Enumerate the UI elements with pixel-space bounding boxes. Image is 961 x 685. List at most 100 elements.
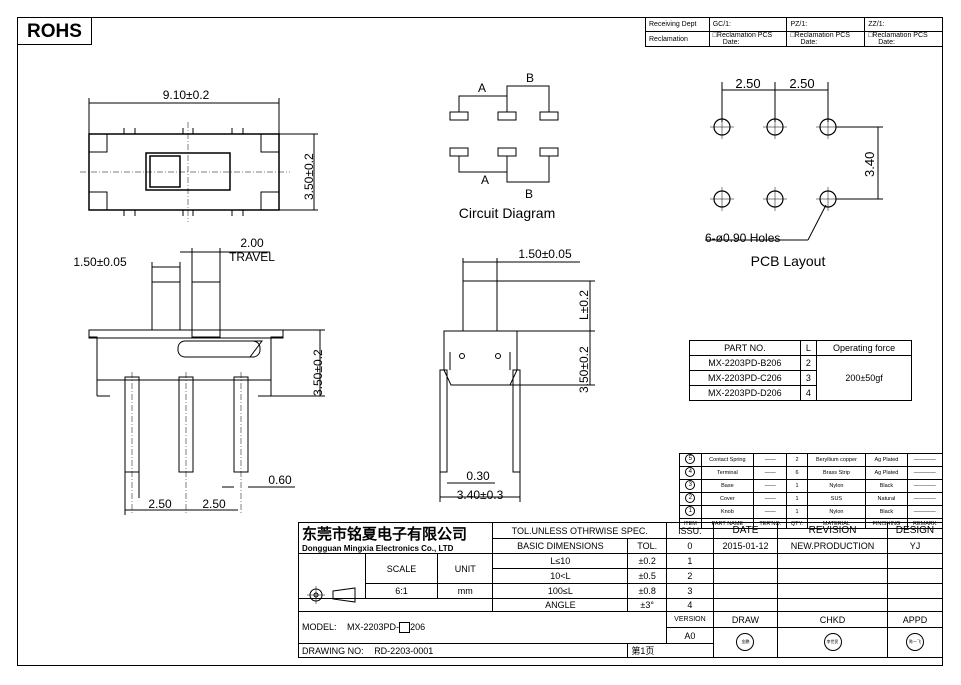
dim-top-width: 9.10±0.2 xyxy=(163,88,210,102)
model-cell: MODEL: MX-2203PD- 206 xyxy=(297,611,668,644)
circuit-diagram xyxy=(449,85,559,183)
issu-label: ISSU. xyxy=(666,522,714,539)
bom-qty: 2 xyxy=(786,453,808,467)
blank-cell xyxy=(712,583,779,599)
model-placeholder-box xyxy=(399,622,411,634)
dim-pin-pitch-2: 2.50 xyxy=(202,497,226,511)
receiving-table: Receiving Dept GC/1: PZ/1: ZZ/1: Reclama… xyxy=(645,17,943,47)
circuit-label-b-bottom: B xyxy=(525,187,533,201)
basic-dims-label: BASIC DIMENSIONS xyxy=(492,538,629,554)
issu-triangle: 4 xyxy=(666,598,714,612)
drawing-frame xyxy=(17,17,943,666)
stamp-text: 陈一飞 xyxy=(908,638,921,644)
part-col-header: L xyxy=(799,340,818,356)
bom-remark: ———— xyxy=(906,466,943,480)
dim-front-knob: 1.50±0.05 xyxy=(73,255,127,269)
dim-side-L: L±0.2 xyxy=(577,290,591,320)
circuit-label-a-top: A xyxy=(478,81,486,95)
dim-side-width: 3.40±0.3 xyxy=(457,488,504,502)
bom-finish: Black xyxy=(865,479,908,493)
issu-triangle: 2 xyxy=(666,568,714,584)
bom-finish: Ag Plated xyxy=(865,453,908,467)
bom-item: 5 xyxy=(679,453,702,467)
chkd-label: CHKD xyxy=(777,611,888,628)
scale-label: SCALE xyxy=(364,553,439,584)
reclamation-date: Date: xyxy=(878,39,895,46)
company-name-cn: 东莞市铭夏电子有限公司 xyxy=(302,526,468,543)
pcb-title: PCB Layout xyxy=(751,253,826,269)
pcb-dim-row: 3.40 xyxy=(862,152,877,177)
bom-ter: —— xyxy=(753,466,788,480)
blank-cell xyxy=(712,553,779,569)
dim-front-height: 3.50±0.2 xyxy=(311,349,325,396)
reclamation-text: □Reclamation PCS xyxy=(712,32,773,39)
bom-part-name: Contact Spring xyxy=(700,453,755,467)
tol-value: ±0.8 xyxy=(627,583,668,599)
unit-label: UNIT xyxy=(437,553,494,584)
blank-cell xyxy=(886,598,944,612)
bom-material: Nylon xyxy=(806,479,867,493)
part-length: 4 xyxy=(799,385,818,401)
pcb-dim-pitch-2: 2.50 xyxy=(789,76,814,91)
dim-side-height: 3.50±0.2 xyxy=(577,346,591,393)
part-number: MX-2203PD-B206 xyxy=(689,355,801,371)
blank-cell xyxy=(777,598,888,612)
dim-pin-width: 0.60 xyxy=(268,473,292,487)
pcb-layout xyxy=(705,82,883,241)
dim-pin-pitch-1: 2.50 xyxy=(148,497,172,511)
front-view xyxy=(88,248,325,515)
part-col-header: Operating force xyxy=(816,340,912,356)
part-col-header: PART NO. xyxy=(689,340,801,356)
blank-cell xyxy=(297,598,494,612)
blank-cell xyxy=(886,583,944,599)
bom-ter: —— xyxy=(753,453,788,467)
drawing-no-value: RD-2203-0001 xyxy=(374,645,434,656)
stamp-text: 李世民 xyxy=(826,638,839,644)
chkd-stamp-icon: 李世民 xyxy=(823,632,842,651)
version-value: A0 xyxy=(666,627,714,644)
model-label: MODEL: xyxy=(302,621,337,632)
bom-remark: ———— xyxy=(906,479,943,493)
appd-label: APPD xyxy=(886,611,944,628)
operating-force: 200±50gf xyxy=(816,355,912,401)
part-number: MX-2203PD-D206 xyxy=(689,385,801,401)
blank-cell xyxy=(777,583,888,599)
circuit-label-a-bottom: A xyxy=(481,173,489,187)
projection-symbol-cell xyxy=(298,553,366,599)
company-name-en: Dongguan Mingxia Electronics Co., LTD xyxy=(302,544,454,553)
reclamation-text: □Reclamation PCS xyxy=(790,32,850,39)
bom-item: 2 xyxy=(679,492,702,506)
reclamation-date: Date: xyxy=(800,39,818,46)
blank-cell xyxy=(777,568,888,584)
bom-material: Nylon xyxy=(806,505,867,519)
revision-value: NEW.PRODUCTION xyxy=(777,538,888,554)
tol-value: ±0.2 xyxy=(627,553,668,569)
bom-remark: ———— xyxy=(906,492,943,506)
design-label: DESIGN xyxy=(886,522,944,539)
bom-item-number: 2 xyxy=(685,493,696,503)
bom-part-name: Base xyxy=(700,479,755,493)
bom-part-name: Cover xyxy=(700,492,755,506)
bom-part-name: Knob xyxy=(700,505,755,519)
draw-stamp-icon: 金鹏 xyxy=(736,632,755,651)
model-value-post: 206 xyxy=(410,621,426,632)
tol-header: TOL.UNLESS OTHRWISE SPEC. xyxy=(492,522,668,539)
bom-item-number: 4 xyxy=(685,467,696,477)
bom-finish: Black xyxy=(865,505,908,519)
tol-range: 10<L xyxy=(492,568,629,584)
tol-value: ±3° xyxy=(627,598,668,612)
bom-material: Beryllium copper xyxy=(806,453,867,467)
side-view xyxy=(439,258,595,502)
issu-triangle: 1 xyxy=(666,553,714,569)
blank-cell xyxy=(886,553,944,569)
dim-top-height: 3.50±0.2 xyxy=(302,153,316,200)
unit-value: mm xyxy=(437,583,494,599)
bom-material: Brass Strip xyxy=(806,466,867,480)
bom-qty: 1 xyxy=(786,505,808,519)
chkd-stamp-cell: 李世民 xyxy=(777,627,888,658)
blank-cell xyxy=(777,553,888,569)
model-value-pre: MX-2203PD- xyxy=(347,621,400,632)
scale-value: 6:1 xyxy=(364,583,439,599)
